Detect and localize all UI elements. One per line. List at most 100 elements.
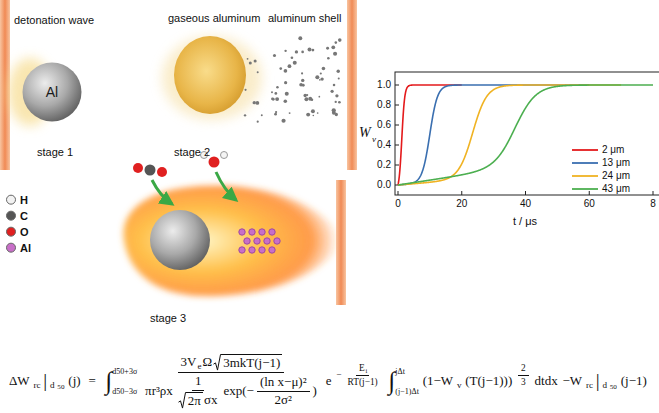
fragment-dot: [249, 62, 252, 65]
fragment-dot: [337, 70, 340, 73]
numerator: Ei: [356, 363, 370, 376]
equation: ΔWrc|d50(j)=∫d50+3σd50−3σ3VeΩ3mkT(j−1)πr…: [8, 354, 648, 409]
oxygen-atom: [209, 157, 220, 168]
equation-term: Ω: [203, 355, 213, 370]
equation-term: (1−W: [423, 374, 453, 389]
data-curve: [398, 85, 653, 185]
fragment-dot: [304, 97, 308, 101]
legend-label: 2 μm: [602, 144, 624, 156]
fragment-dot: [295, 50, 298, 53]
fragment-dot: [289, 112, 291, 114]
fragment-dot: [335, 101, 337, 103]
fragment-dot: [326, 47, 329, 50]
equation-term: 3: [521, 377, 526, 388]
fragment-dot: [306, 94, 308, 96]
tick-label: 8: [650, 198, 656, 210]
particle-label: Al: [46, 84, 58, 100]
equation-term: ∫: [389, 367, 396, 395]
axis-title: t / μs: [513, 215, 537, 228]
axis-title: v: [372, 134, 376, 144]
aluminum-oxide-atom: [239, 229, 245, 235]
equation-term: σx: [204, 393, 218, 408]
fragment-dot: [318, 96, 320, 98]
fragment-dot: [261, 114, 263, 116]
fragment-dot: [320, 77, 323, 80]
fragment-dot: [312, 49, 315, 52]
aluminum-oxide-atom: [259, 247, 265, 253]
fragment-dot: [257, 121, 259, 123]
fragment-dot: [293, 61, 297, 65]
equation-term: 3mkT(j−1): [223, 356, 280, 371]
fragment-dot: [271, 98, 273, 100]
detonation-front: [347, 0, 357, 170]
aluminum-oxide-atom: [249, 247, 255, 253]
radical-sign: [213, 354, 221, 371]
exponent: − EiRT(j−1): [335, 363, 382, 388]
legend-entry: H: [6, 194, 28, 207]
aluminum-oxide-atom: [244, 238, 250, 244]
fragment-dot: [272, 98, 275, 101]
aluminum-oxide-atom: [269, 247, 275, 253]
oxygen-atom: [157, 167, 167, 177]
equation-term: exp(−: [223, 384, 253, 399]
legend-entry: Al: [6, 242, 31, 255]
line-chart: [395, 72, 659, 195]
equation-term: |: [43, 370, 47, 392]
product-lattice: [239, 229, 280, 253]
legend-label: C: [20, 210, 28, 223]
data-curve: [398, 85, 589, 185]
equation-term: rc: [33, 380, 40, 390]
fraction: 23: [518, 363, 529, 388]
fragment-dot: [276, 86, 279, 89]
legend-label: 13 μm: [602, 157, 630, 169]
fragment-dot: [254, 59, 257, 62]
equation-term: (j−1): [621, 374, 647, 389]
equation-term: d: [602, 380, 607, 390]
fragment-dot: [273, 54, 276, 57]
axis-title: W: [359, 125, 371, 141]
fragment-dot: [256, 101, 260, 105]
equation-term: 1: [195, 374, 202, 389]
fragment-dot: [335, 94, 338, 97]
detonation-front: [336, 180, 346, 305]
numerator: 1: [192, 374, 205, 391]
tick-mark: [589, 191, 590, 195]
equation-term: d50−3σ: [112, 387, 137, 396]
equation-term: e: [198, 361, 202, 371]
tick-mark: [398, 191, 399, 195]
tick-mark: [395, 85, 399, 86]
legend-label: H: [20, 194, 28, 207]
equation-term: −: [336, 370, 341, 381]
equation-term: 2σ²: [275, 393, 292, 408]
stage-three-scene: [124, 152, 346, 306]
legend-line: [572, 188, 598, 190]
denominator: 2σ²: [272, 392, 295, 408]
equation-term: 2: [521, 363, 526, 374]
equation-term: RT(j−1): [348, 377, 378, 388]
equation-term: d: [50, 380, 55, 390]
fragment-dot: [311, 109, 315, 113]
equation-term: (ln x−μ)²: [260, 375, 307, 390]
legend-entry: 13 μm: [602, 157, 630, 169]
square-root: 2π: [178, 392, 203, 409]
fragment-dot: [288, 64, 292, 68]
fragment-dot: [320, 72, 322, 74]
fragment-dot: [281, 119, 285, 123]
fragment-dot: [317, 112, 319, 114]
equation-term: 50: [57, 383, 64, 391]
tick-mark: [461, 191, 462, 195]
fragment-dot: [284, 69, 288, 73]
fragment-dot: [275, 97, 279, 101]
fragment-dot: [301, 79, 304, 82]
fragment-dot: [312, 115, 314, 117]
fragment-dot: [301, 51, 304, 54]
data-curve: [398, 85, 621, 185]
legend-label: 43 μm: [602, 183, 630, 195]
aluminum-core: [150, 210, 210, 270]
fragment-dot: [338, 38, 342, 42]
carbon-atom: [145, 165, 156, 176]
atom-swatch: [6, 227, 16, 237]
aluminum-oxide-atom: [239, 247, 245, 253]
